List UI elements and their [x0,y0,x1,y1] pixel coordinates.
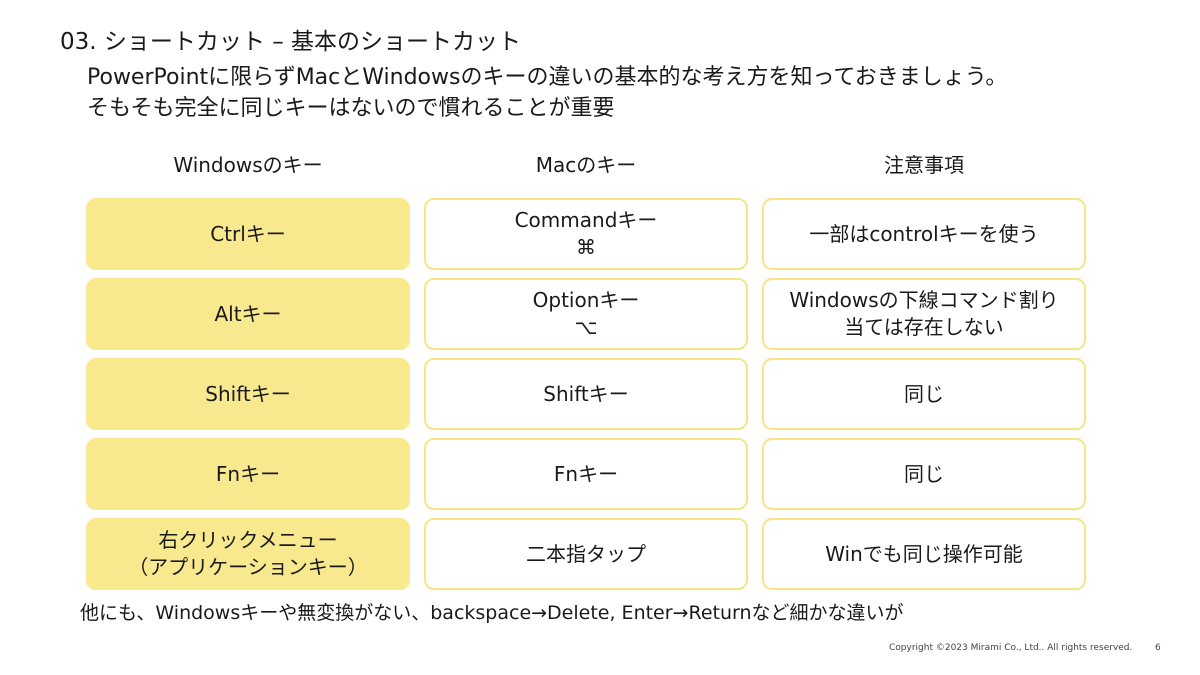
windows-key-label: Ctrlキー [210,221,286,246]
command-symbol-icon: ⌘ [576,235,596,259]
note-cell: 一部はcontrolキーを使う [762,198,1086,270]
mac-key-label: Shiftキー [543,381,629,406]
mac-key-cell: Fnキー [424,438,748,510]
footer-note: 他にも、Windowsキーや無変換がない、backspace→Delete, E… [80,602,904,624]
windows-key-cell: Fnキー [86,438,410,510]
windows-key-cell: Shiftキー [86,358,410,430]
page-number: 6 [1155,643,1161,653]
note-cell: Windowsの下線コマンド割り 当ては存在しない [762,278,1086,350]
header-windows-keys: Windowsのキー [173,153,323,177]
note-cell: 同じ [762,438,1086,510]
subtitle-line-2: そもそも完全に同じキーはないので慣れることが重要 [87,96,615,121]
option-symbol-icon: ⌥ [574,315,598,339]
subtitle-line-1: PowerPointに限らずMacとWindowsのキーの違いの基本的な考え方を… [87,65,1008,90]
mac-key-cell: Optionキー ⌥ [424,278,748,350]
mac-key-cell: Shiftキー [424,358,748,430]
note-text: 一部はcontrolキーを使う [809,221,1039,246]
header-mac-keys: Macのキー [535,153,637,177]
windows-key-label-line-2: （アプリケーションキー） [128,555,368,579]
note-cell: Winでも同じ操作可能 [762,518,1086,590]
mac-key-cell: 二本指タップ [424,518,748,590]
windows-key-label-line-1: 右クリックメニュー [158,528,338,552]
copyright-text: Copyright ©2023 Mirami Co., Ltd.. All ri… [889,643,1133,653]
windows-key-label: Fnキー [215,461,281,486]
windows-key-label: Altキー [214,301,282,326]
note-text-line-1: Windowsの下線コマンド割り [789,288,1059,312]
note-text-line-2: 当ては存在しない [844,315,1004,339]
windows-key-cell: Ctrlキー [86,198,410,270]
windows-key-label: Shiftキー [205,381,291,406]
mac-key-label: Commandキー [514,208,658,232]
slide-subtitle: PowerPointに限らずMacとWindowsのキーの違いの基本的な考え方を… [87,62,1007,124]
windows-key-cell: 右クリックメニュー （アプリケーションキー） [86,518,410,590]
note-text: Winでも同じ操作可能 [825,541,1023,566]
mac-key-label: Fnキー [553,461,619,486]
windows-key-cell: Altキー [86,278,410,350]
header-notes: 注意事項 [884,153,964,177]
mac-key-cell: Commandキー ⌘ [424,198,748,270]
note-cell: 同じ [762,358,1086,430]
mac-key-label: 二本指タップ [526,541,646,566]
slide-title: 03. ショートカット – 基本のショートカット [60,29,522,55]
note-text: 同じ [904,461,944,486]
mac-key-label: Optionキー [532,288,640,312]
note-text: 同じ [904,381,944,406]
